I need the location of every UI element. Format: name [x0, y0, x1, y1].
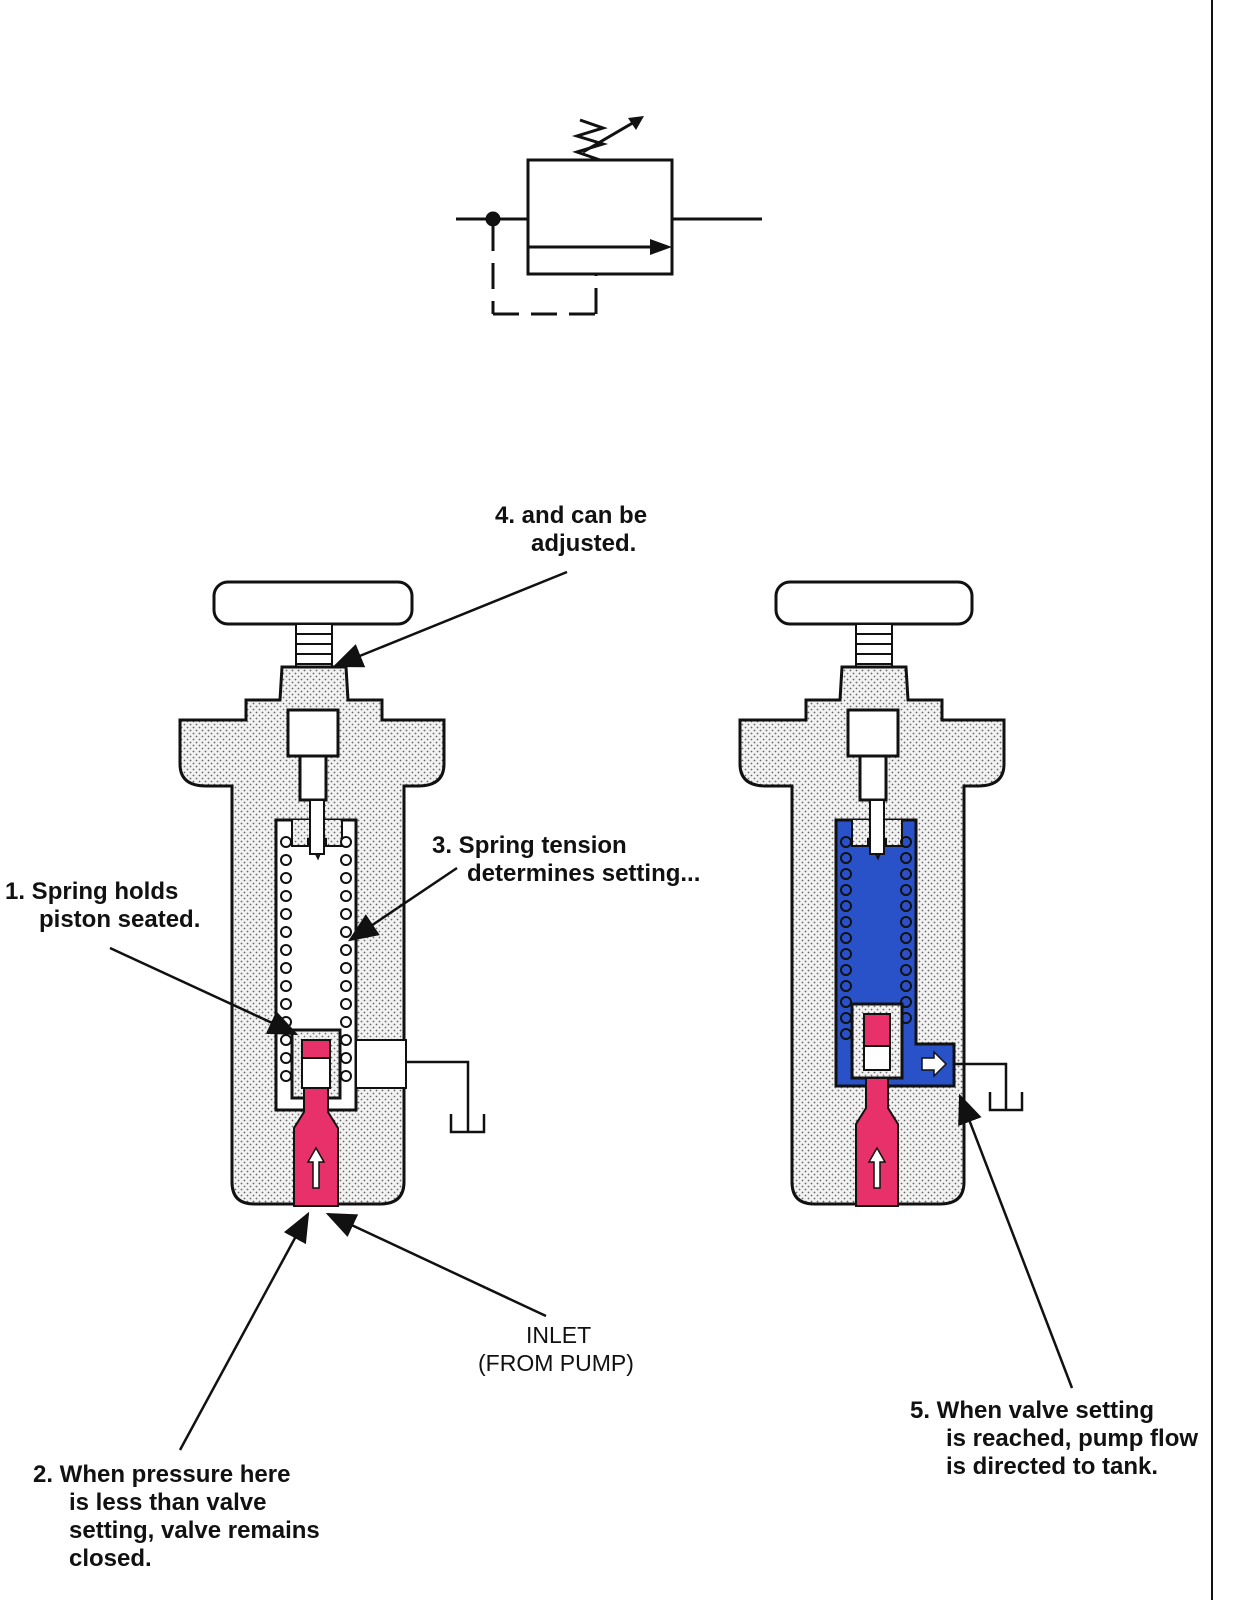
svg-text:setting, valve remains: setting, valve remains: [69, 1517, 320, 1544]
relief-valve-symbol: [456, 116, 762, 316]
adjustment-knob: [212, 580, 414, 626]
svg-text:piston seated.: piston seated.: [39, 906, 200, 933]
svg-text:closed.: closed.: [69, 1545, 152, 1572]
svg-text:5. When valve setting: 5. When valve setting: [910, 1397, 1154, 1424]
svg-text:INLET: INLET: [526, 1322, 591, 1348]
label-inlet: INLET (FROM PUMP): [478, 1322, 634, 1376]
svg-text:is reached, pump flow: is reached, pump flow: [946, 1425, 1198, 1452]
svg-text:(FROM PUMP): (FROM PUMP): [478, 1350, 634, 1376]
label-1: 1. Spring holds piston seated.: [5, 878, 200, 933]
label-4: 4. and can be adjusted.: [495, 502, 647, 557]
svg-text:3. Spring tension: 3. Spring tension: [432, 832, 627, 859]
svg-text:1. Spring holds: 1. Spring holds: [5, 878, 178, 905]
svg-text:is less than valve: is less than valve: [69, 1489, 266, 1516]
tank-symbol: [449, 1114, 486, 1134]
svg-text:determines setting...: determines setting...: [467, 860, 700, 887]
valve-open: [738, 580, 1024, 1207]
svg-text:4. and can be: 4. and can be: [495, 502, 647, 529]
valve-closed: [178, 580, 486, 1207]
leader-lines: [109, 570, 1074, 1451]
outlet-port: [355, 1039, 407, 1089]
svg-text:2. When pressure here: 2. When pressure here: [33, 1461, 290, 1488]
svg-text:is directed to tank.: is directed to tank.: [946, 1453, 1158, 1480]
svg-text:adjusted.: adjusted.: [531, 530, 636, 557]
label-3: 3. Spring tension determines setting...: [432, 832, 700, 887]
label-2: 2. When pressure here is less than valve…: [33, 1461, 320, 1572]
label-5: 5. When valve setting is reached, pump f…: [910, 1397, 1198, 1480]
